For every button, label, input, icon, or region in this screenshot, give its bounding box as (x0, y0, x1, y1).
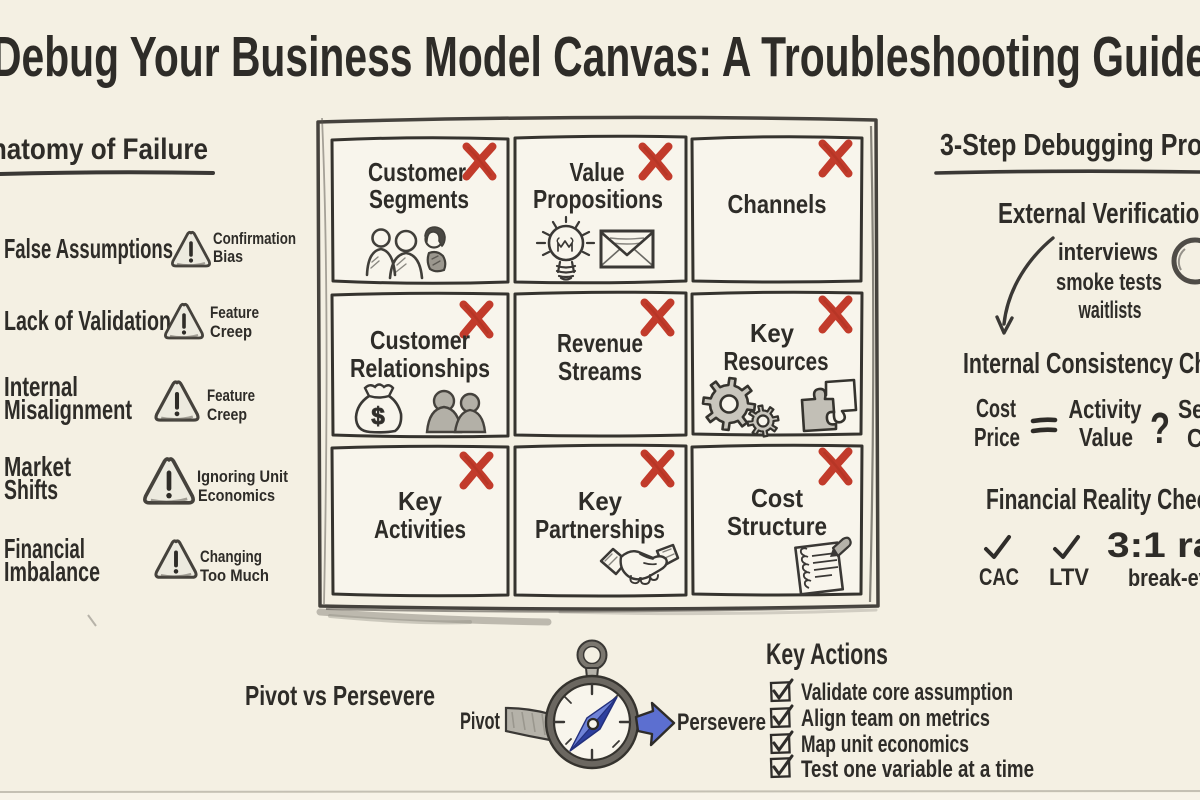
svg-text:Creep: Creep (210, 322, 252, 341)
svg-text:Activities: Activities (374, 514, 466, 544)
svg-text:Feature: Feature (210, 303, 259, 322)
svg-text:Segments: Segments (369, 184, 469, 214)
svg-text:Ignoring Unit: Ignoring Unit (197, 467, 288, 486)
svg-text:Confirmation: Confirmation (213, 229, 296, 248)
svg-text:3-Step Debugging Process: 3-Step Debugging Process (940, 127, 1200, 162)
svg-text:Streams: Streams (558, 356, 642, 386)
svg-text:Internal Consistency Check: Internal Consistency Check (963, 348, 1200, 380)
svg-text:Cl: Cl (1187, 423, 1200, 453)
svg-text:smoke tests: smoke tests (1056, 269, 1162, 296)
svg-text:Shifts: Shifts (4, 474, 58, 505)
svg-text:Test one variable at a time: Test one variable at a time (801, 756, 1034, 783)
svg-text:interviews: interviews (1058, 239, 1158, 266)
svg-text:Partnerships: Partnerships (535, 514, 665, 544)
svg-text:Activity: Activity (1069, 394, 1142, 424)
svg-text:Market: Market (4, 451, 71, 482)
svg-text:Lack of Validation: Lack of Validation (4, 305, 171, 336)
svg-text:Propositions: Propositions (533, 184, 663, 214)
svg-text:LTV: LTV (1049, 564, 1089, 591)
svg-text:Too Much: Too Much (200, 566, 269, 585)
svg-text:Financial Reality Check: Financial Reality Check (986, 484, 1200, 516)
svg-text:Debug Your Business Model Canv: Debug Your Business Model Canvas: A Trou… (0, 25, 1200, 89)
svg-text:Price: Price (974, 422, 1020, 452)
svg-text:Economics: Economics (198, 486, 275, 505)
svg-text:Internal: Internal (4, 371, 78, 402)
svg-text:Value: Value (570, 157, 625, 187)
svg-text:Bias: Bias (213, 247, 243, 266)
svg-text:Channels: Channels (728, 189, 827, 219)
svg-text:Financial: Financial (4, 533, 85, 564)
svg-text:Pivot vs Persevere: Pivot vs Persevere (245, 680, 435, 711)
svg-text:Anatomy of Failure: Anatomy of Failure (0, 133, 208, 166)
svg-text:$: $ (371, 403, 385, 430)
svg-text:Imbalance: Imbalance (4, 556, 100, 587)
svg-text:break-even: break-even (1128, 565, 1200, 592)
svg-text:waitlists: waitlists (1078, 297, 1142, 324)
svg-text:Resources: Resources (724, 346, 829, 376)
svg-text:Pivot: Pivot (460, 708, 500, 735)
svg-text:Misalignment: Misalignment (4, 394, 132, 425)
svg-text:Validate core assumption: Validate core assumption (801, 679, 1013, 706)
svg-text:3:1 ratio: 3:1 ratio (1107, 526, 1200, 565)
svg-text:Cost: Cost (976, 393, 1016, 423)
svg-text:?: ? (1150, 404, 1170, 453)
svg-text:Key: Key (398, 486, 442, 516)
svg-text:Feature: Feature (207, 386, 255, 405)
svg-text:Value: Value (1079, 422, 1133, 452)
svg-text:Cost: Cost (751, 483, 803, 513)
svg-text:False Assumptions: False Assumptions (4, 233, 173, 264)
svg-text:Se: Se (1178, 394, 1200, 424)
svg-text:Map unit economics: Map unit economics (801, 731, 969, 758)
svg-text:Customer: Customer (370, 325, 470, 355)
svg-text:Persevere: Persevere (677, 709, 766, 736)
svg-text:Key: Key (578, 486, 622, 516)
svg-text:CAC: CAC (979, 564, 1019, 591)
svg-text:Revenue: Revenue (557, 328, 643, 358)
svg-text:Creep: Creep (207, 405, 247, 424)
svg-text:Key Actions: Key Actions (766, 638, 888, 671)
svg-text:External Verification: External Verification (998, 198, 1200, 230)
svg-text:Customer: Customer (368, 157, 466, 187)
svg-text:Structure: Structure (727, 511, 827, 541)
svg-text:Align team on metrics: Align team on metrics (801, 705, 990, 732)
svg-text:Key: Key (750, 318, 794, 348)
svg-text:Changing: Changing (200, 547, 262, 566)
svg-text:Relationships: Relationships (350, 353, 490, 383)
